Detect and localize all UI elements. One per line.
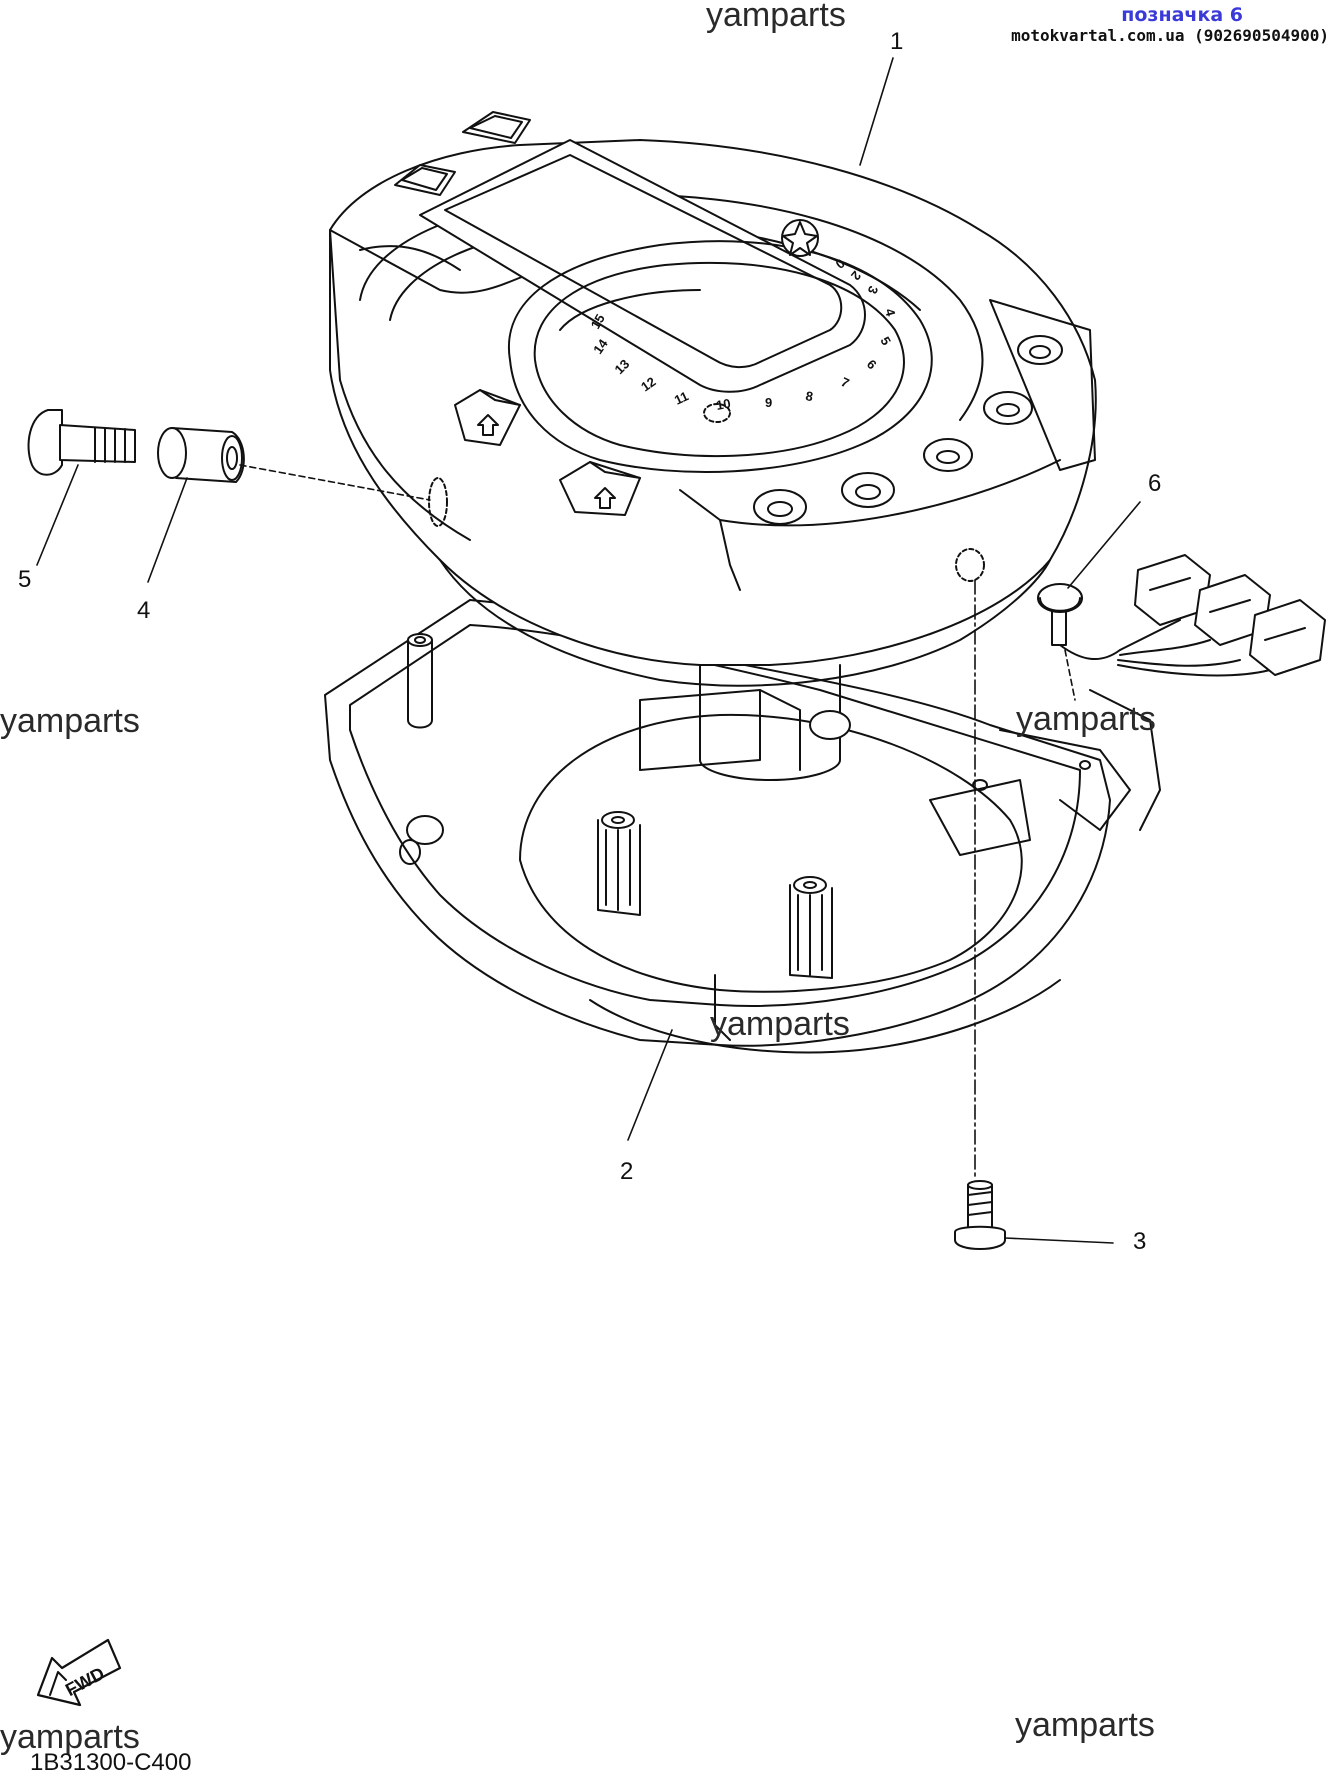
meter-assembly-part-1: [329, 111, 1097, 781]
dial-number-11: 11: [672, 388, 691, 407]
wire-harness-connectors: [1117, 554, 1326, 677]
dial-number-15: 15: [588, 311, 608, 331]
watermark: yamparts: [710, 1005, 850, 1043]
watermark: yamparts: [1016, 700, 1156, 738]
leader-lines: [36, 57, 1141, 1244]
header-site: motokvartal.com.ua (902690504900): [1011, 26, 1329, 45]
callout-5: 5: [18, 566, 32, 593]
dial-number-8: 8: [804, 388, 814, 404]
header-tag: позначка 6: [1121, 4, 1243, 26]
callout-6: 6: [1148, 470, 1162, 497]
watermark: yamparts: [1015, 1706, 1155, 1744]
lower-case-part-2: [324, 599, 1161, 1054]
screw-part-3: [954, 1180, 1006, 1250]
yamaha-logo-icon: [781, 219, 819, 257]
callout-3: 3: [1133, 1228, 1147, 1255]
watermark: yamparts: [0, 702, 140, 740]
dial-number-12: 12: [638, 374, 658, 395]
watermark: yamparts: [706, 0, 846, 34]
dial-number-9: 9: [765, 395, 772, 410]
callout-2: 2: [620, 1158, 634, 1185]
callout-1: 1: [890, 28, 904, 55]
bulb-socket-part-6: [1037, 583, 1121, 661]
dial-number-3: 3: [865, 284, 882, 296]
watermark: yamparts: [0, 1718, 140, 1756]
dial-number-10: 10: [715, 396, 732, 413]
fwd-arrow-icon: FWD: [36, 1638, 122, 1707]
diagram-code: 1B31300-C400: [30, 1749, 192, 1776]
collar-part-4: [157, 427, 245, 483]
dial-number-4: 4: [882, 307, 899, 319]
bolt-part-5: [27, 409, 136, 476]
callout-4: 4: [137, 597, 151, 624]
